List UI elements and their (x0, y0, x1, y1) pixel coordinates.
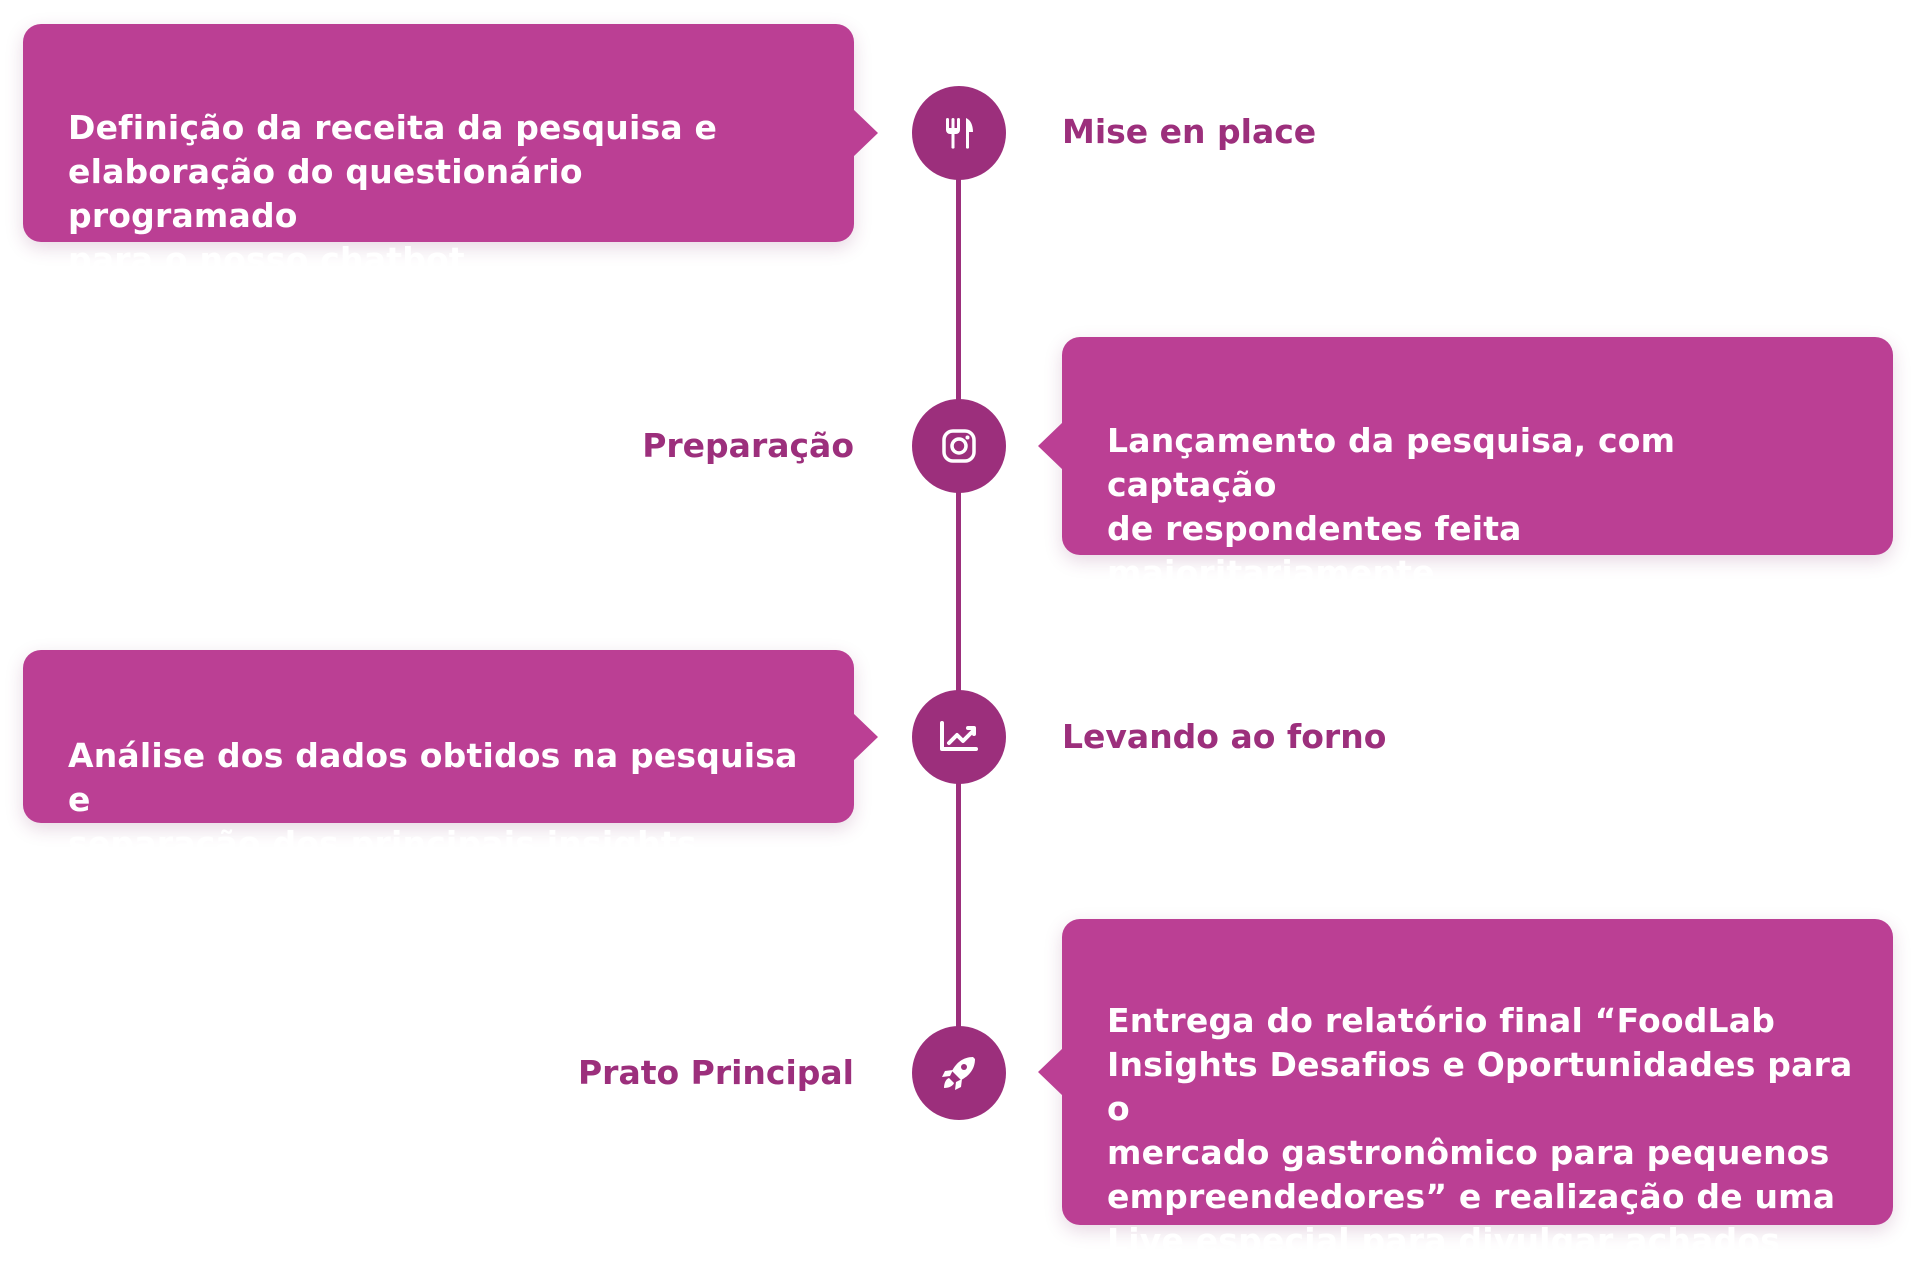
step-node-levando-ao-forno (912, 690, 1006, 784)
rocket-icon (939, 1053, 979, 1093)
step-node-mise-en-place (912, 86, 1006, 180)
step-label-prato-principal: Prato Principal (577, 1053, 854, 1092)
step-label-preparacao: Preparação (642, 426, 854, 465)
timeline-line (956, 130, 961, 1080)
step-label-levando-ao-forno: Levando ao forno (1062, 717, 1387, 756)
instagram-icon (941, 428, 977, 464)
step-description: Definição da receita da pesquisa e elabo… (68, 108, 718, 279)
step-card-preparacao: Lançamento da pesquisa, com captação de … (1038, 337, 1893, 636)
step-card-prato-principal: Entrega do relatório final “FoodLab Insi… (1038, 919, 1893, 1260)
utensils-icon (939, 113, 979, 153)
line-chart-icon (938, 719, 980, 755)
step-card-mise-en-place: Definição da receita da pesquisa e elabo… (23, 24, 878, 279)
step-node-prato-principal (912, 1026, 1006, 1120)
step-description: Lançamento da pesquisa, com captação de … (1107, 421, 1676, 636)
step-card-levando-ao-forno: Análise dos dados obtidos na pesquisa e … (23, 650, 878, 907)
step-label-mise-en-place: Mise en place (1062, 112, 1317, 151)
step-description: Entrega do relatório final “FoodLab Insi… (1107, 1001, 1853, 1260)
step-node-preparacao (912, 399, 1006, 493)
step-description: Análise dos dados obtidos na pesquisa e … (68, 736, 798, 907)
